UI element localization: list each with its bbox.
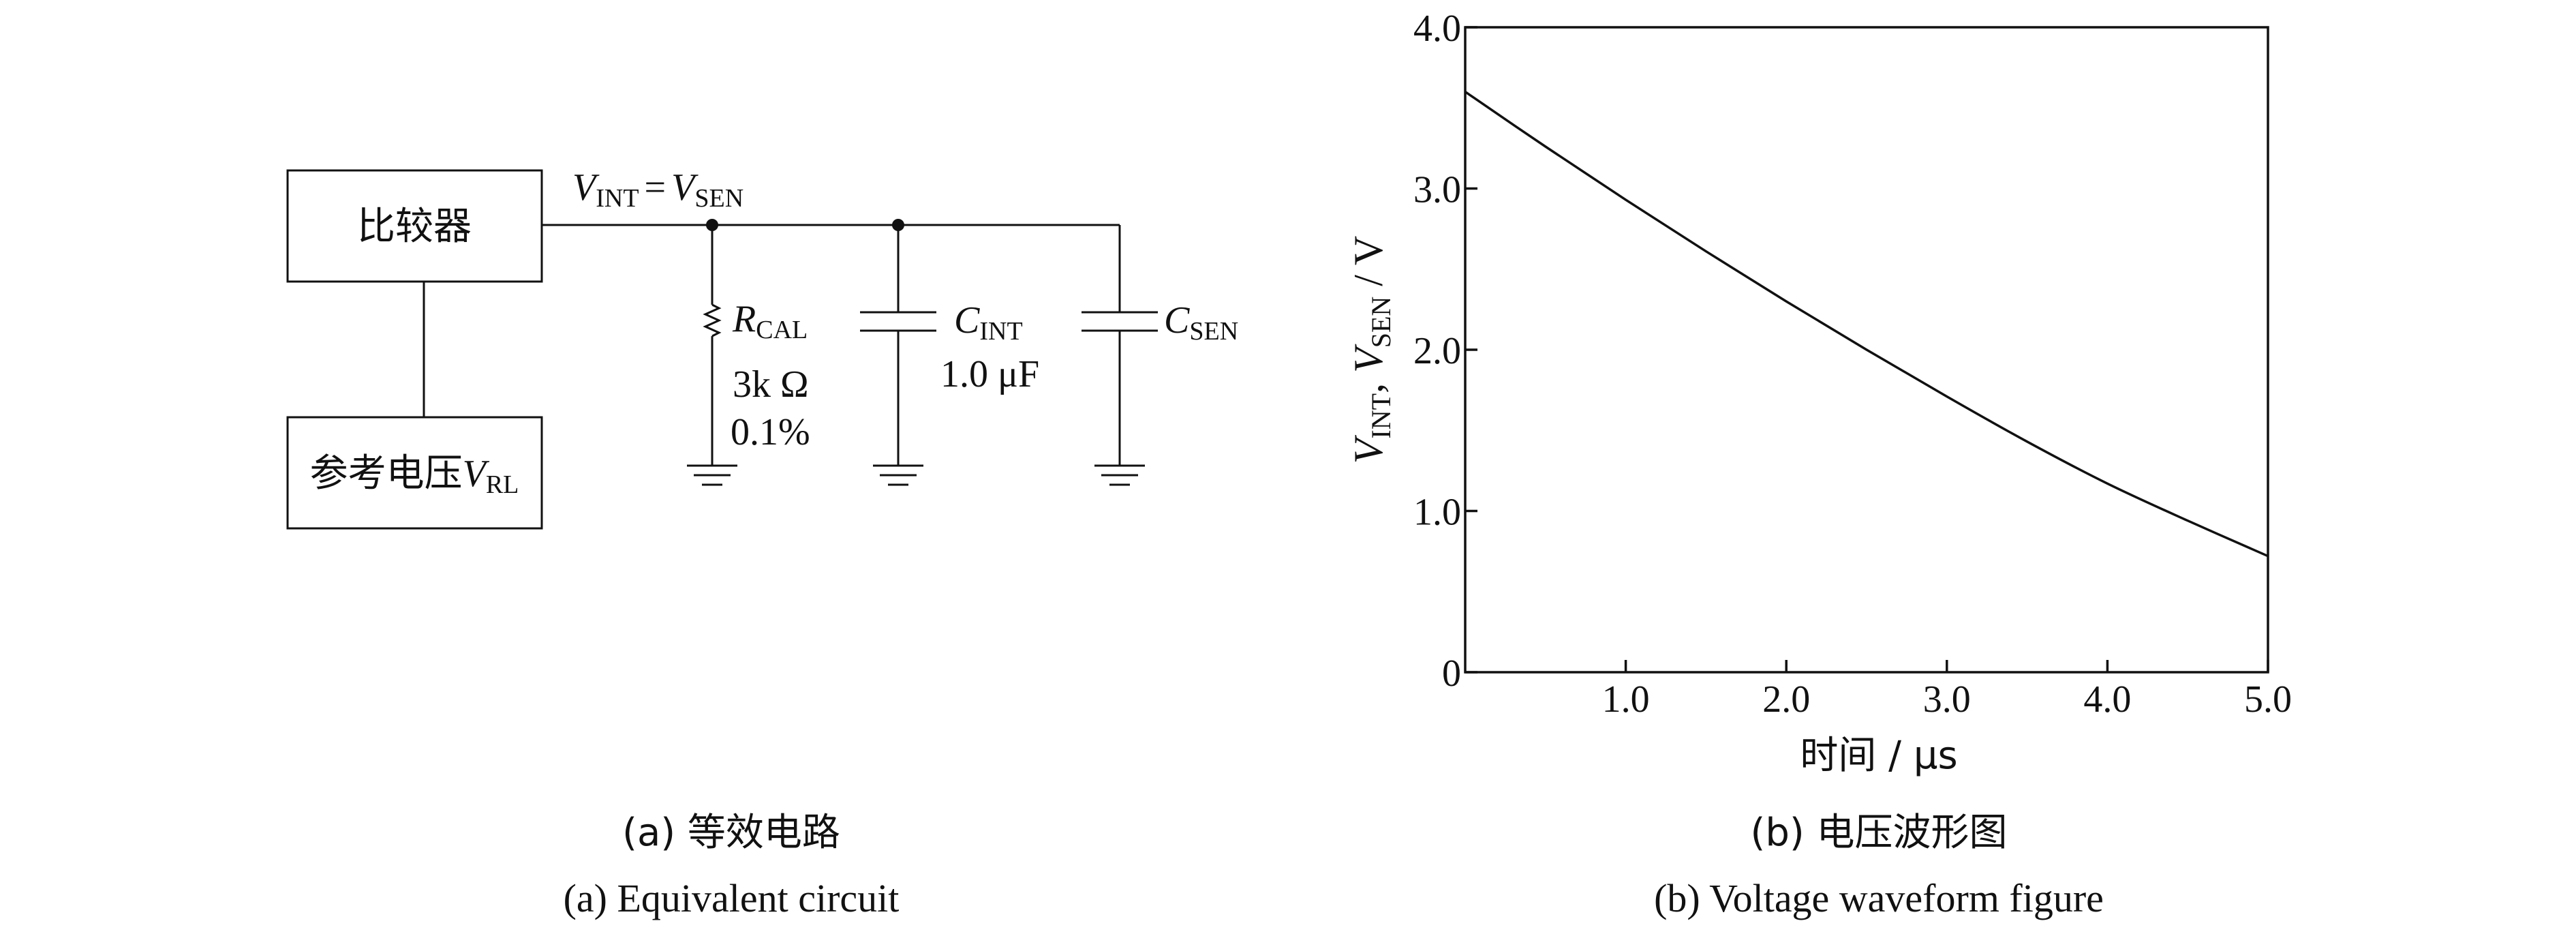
csen-symbol-label: CSEN (1164, 299, 1238, 346)
cint-symbol-label: CINT (954, 299, 1023, 346)
reference-voltage-label: 参考电压VRL (310, 451, 519, 499)
y-tick-label: 0 (1442, 652, 1461, 695)
resistor-symbol-label: RCAL (732, 298, 808, 344)
x-axis-label: 时间 / μs (1800, 734, 1957, 778)
y-tick-label: 4.0 (1413, 7, 1461, 50)
circuit-caption-en: (a) Equivalent circuit (564, 876, 900, 920)
capacitor-cint (860, 225, 936, 486)
node-label-v2: V (671, 166, 699, 209)
y-tick-label: 1.0 (1413, 492, 1461, 534)
x-axis-ticks: 1.0 2.0 3.0 4.0 5.0 (1602, 660, 2292, 721)
ylabel-unit: / V (1346, 236, 1391, 297)
node-label-sub1: INT (596, 184, 639, 213)
y-tick-label: 2.0 (1413, 330, 1461, 372)
node-label-v1: V (572, 166, 600, 209)
voltage-curve (1465, 91, 2269, 558)
ylabel-sub1: INT (1366, 393, 1396, 439)
ylabel-v1: V (1346, 434, 1391, 464)
cint-sub: INT (979, 317, 1022, 346)
node-label-sub2: SEN (694, 184, 743, 213)
ylabel-comma: , (1346, 373, 1391, 393)
y-tick-label: 3.0 (1413, 169, 1461, 211)
comparator-label: 比较器 (357, 205, 472, 249)
x-tick-label: 2.0 (1762, 678, 1810, 721)
x-tick-label: 4.0 (2083, 678, 2131, 721)
chart-caption-en: (b) Voltage waveform figure (1654, 876, 2104, 920)
cint-sym: C (954, 299, 980, 342)
x-tick-label: 3.0 (1923, 678, 1971, 721)
csen-sym: C (1164, 299, 1190, 342)
reference-voltage-box (286, 416, 543, 530)
y-axis-label: VINT, VSEN / V (1346, 236, 1396, 464)
node-label-equals: = (645, 166, 666, 209)
resistor-value: 3k Ω (733, 363, 809, 406)
x-tick-label: 5.0 (2244, 678, 2292, 721)
ylabel-sub2: SEN (1366, 297, 1396, 348)
chart-caption-cn: (b) 电压波形图 (1750, 811, 2007, 855)
circuit-caption-cn: (a) 等效电路 (622, 811, 840, 855)
equivalent-circuit: 比较器 参考电压VRL VINT=VSEN RCAL 3k Ω 0.1% (286, 166, 1238, 920)
resistor-sym: R (732, 298, 756, 340)
reference-symbol-subscript: RL (486, 470, 519, 499)
reference-symbol: V (463, 453, 490, 495)
resistor-sub: CAL (756, 316, 808, 344)
resistor-tolerance: 0.1% (731, 411, 810, 453)
reference-label-prefix: 参考电压 (310, 451, 463, 496)
csen-sub: SEN (1189, 317, 1238, 346)
capacitor-csen (1082, 225, 1158, 486)
resistor-rcal (687, 225, 737, 486)
node-label: VINT=VSEN (572, 166, 743, 213)
y-axis-ticks: 0 1.0 2.0 3.0 4.0 (1413, 7, 1477, 695)
cint-value: 1.0 μF (940, 353, 1039, 395)
comparator-box (286, 169, 543, 283)
x-tick-label: 1.0 (1602, 678, 1650, 721)
ylabel-v2: V (1346, 344, 1391, 373)
